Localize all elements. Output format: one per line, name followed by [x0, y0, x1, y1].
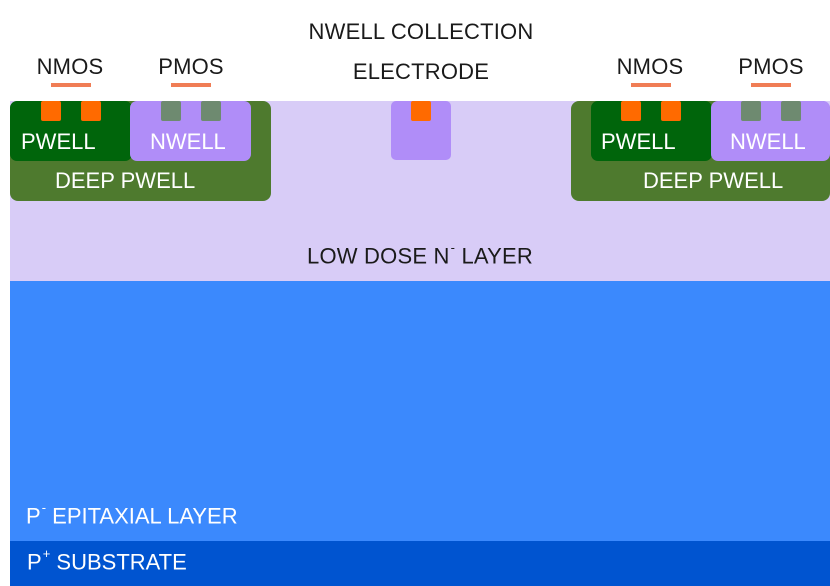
pwell-left	[10, 101, 132, 161]
nwell-label-right: NWELL	[730, 129, 806, 154]
substrate-label: P+ SUBSTRATE	[27, 546, 187, 575]
collection-electrode-label-line1: NWELL COLLECTION	[308, 19, 534, 44]
nmos-label-left: NMOS	[36, 54, 104, 79]
deep-pwell-label-left: DEEP PWELL	[55, 168, 196, 193]
pmos-underline-left	[171, 83, 211, 87]
nwell-label-left: NWELL	[150, 129, 226, 154]
pmos-contact-right-2	[781, 101, 801, 121]
pmos-label-right: PMOS	[738, 54, 804, 79]
nmos-contact-right-2	[661, 101, 681, 121]
collection-electrode-label-line2: ELECTRODE	[352, 59, 490, 84]
epi-label-suffix: EPITAXIAL LAYER	[52, 503, 238, 529]
pmos-underline-right	[751, 83, 791, 87]
p-substrate	[10, 541, 830, 586]
pwell-label-left: PWELL	[21, 129, 96, 154]
collection-electrode-contact	[411, 101, 431, 121]
nmos-contact-right-1	[621, 101, 641, 121]
epi-label-sup: -	[41, 500, 47, 515]
low-dose-label-suffix: LAYER	[461, 243, 533, 269]
pwell-right	[591, 101, 712, 161]
deep-pwell-label-right: DEEP PWELL	[643, 168, 784, 193]
pmos-contact-right-1	[741, 101, 761, 121]
low-dose-label-prefix: LOW DOSE N	[307, 243, 450, 269]
nmos-underline-right	[631, 83, 671, 87]
pmos-label-left: PMOS	[158, 54, 224, 79]
nwell-left	[130, 101, 251, 161]
nmos-contact-left-2	[81, 101, 101, 121]
pmos-contact-left-1	[161, 101, 181, 121]
pwell-label-right: PWELL	[601, 129, 676, 154]
epi-label-prefix: P	[26, 503, 41, 529]
substrate-label-prefix: P	[27, 549, 42, 575]
nmos-underline-left	[51, 83, 91, 87]
substrate-label-suffix: SUBSTRATE	[56, 549, 187, 575]
epitaxial-layer-label: P- EPITAXIAL LAYER	[26, 500, 238, 529]
low-dose-layer-label: LOW DOSE N- LAYER	[280, 240, 560, 269]
nwell-right	[711, 101, 830, 161]
pmos-contact-left-2	[201, 101, 221, 121]
low-dose-label-sup: -	[450, 240, 456, 255]
p-epitaxial-layer	[10, 281, 830, 542]
nmos-label-right: NMOS	[616, 54, 684, 79]
substrate-label-sup: +	[42, 546, 51, 561]
nmos-contact-left-1	[41, 101, 61, 121]
